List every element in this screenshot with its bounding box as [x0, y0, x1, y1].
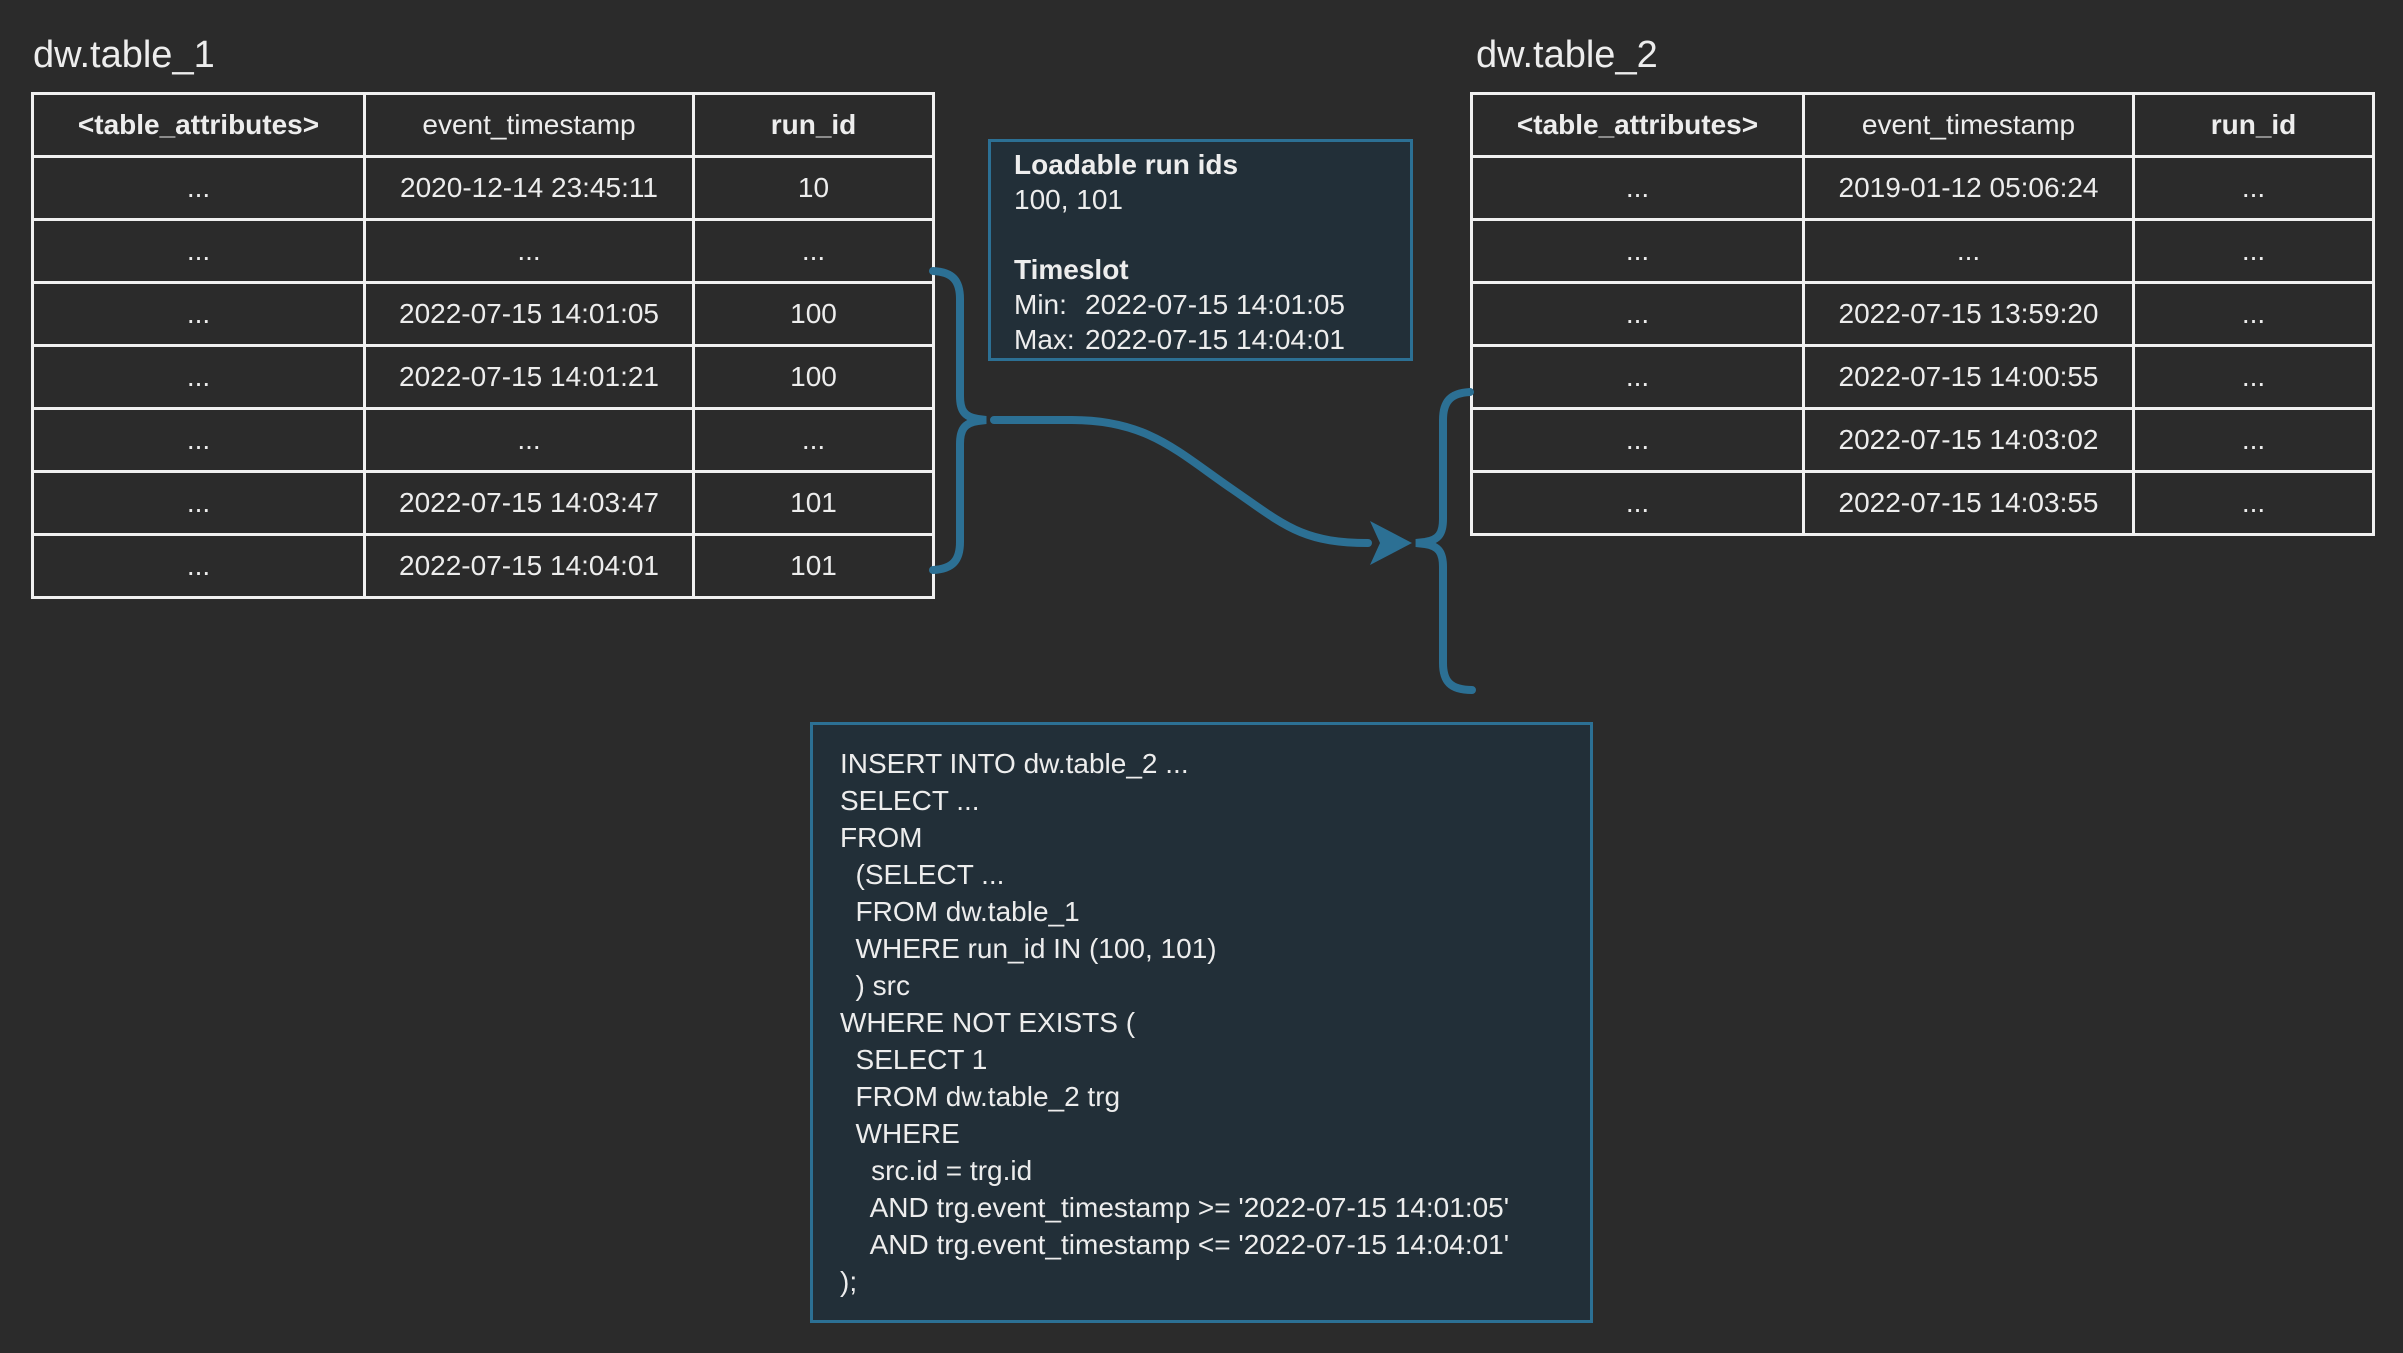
table-cell: 101: [692, 533, 935, 599]
table-cell: ...: [2132, 281, 2375, 347]
table-cell: ...: [31, 155, 366, 221]
table-cell: 2022-07-15 14:03:55: [1802, 470, 2135, 536]
loadable-run-ids-value: 100, 101: [1014, 184, 1123, 215]
target-rows-brace-icon: [1415, 388, 1476, 694]
table-cell: 2020-12-14 23:45:11: [363, 155, 695, 221]
flow-arrow-line-icon: [990, 416, 1372, 547]
table-cell: ...: [692, 407, 935, 473]
column-header: <table_attributes>: [31, 92, 366, 158]
table2-title: dw.table_2: [1476, 34, 1658, 76]
spacer: [1014, 217, 1394, 252]
table-cell: 2022-07-15 14:01:05: [363, 281, 695, 347]
table-row: ...2019-01-12 05:06:24...: [1470, 155, 2375, 221]
table-cell: ...: [2132, 407, 2375, 473]
column-header: run_id: [2132, 92, 2375, 158]
table-cell: 2022-07-15 13:59:20: [1802, 281, 2135, 347]
table-cell: 2022-07-15 14:03:47: [363, 470, 695, 536]
timeslot-min-line: Min: 2022-07-15 14:01:05: [1014, 287, 1394, 322]
table-cell: ...: [2132, 218, 2375, 284]
table-row: .........: [31, 218, 935, 284]
table-cell: 10: [692, 155, 935, 221]
loadable-run-ids-title: Loadable run ids: [1014, 149, 1239, 180]
table-cell: ...: [1470, 407, 1805, 473]
table-cell: ...: [1470, 281, 1805, 347]
column-header: event_timestamp: [1802, 92, 2135, 158]
table-row: ...2022-07-15 13:59:20...: [1470, 281, 2375, 347]
table-cell: ...: [31, 533, 366, 599]
column-header: run_id: [692, 92, 935, 158]
table-cell: 100: [692, 281, 935, 347]
timeslot-min-value: 2022-07-15 14:01:05: [1085, 289, 1345, 320]
table-cell: ...: [31, 218, 366, 284]
flow-arrow-head-icon: [1370, 521, 1412, 565]
table-cell: 2022-07-15 14:00:55: [1802, 344, 2135, 410]
table-cell: ...: [31, 470, 366, 536]
table-cell: ...: [2132, 155, 2375, 221]
table-cell: 100: [692, 344, 935, 410]
source-rows-brace-icon: [929, 267, 987, 574]
table-cell: ...: [1470, 218, 1805, 284]
table-cell: ...: [1470, 470, 1805, 536]
table-row: ...2022-07-15 14:03:55...: [1470, 470, 2375, 536]
timeslot-max-line: Max: 2022-07-15 14:04:01: [1014, 322, 1394, 357]
column-header: <table_attributes>: [1470, 92, 1805, 158]
timeslot-min-label: Min:: [1014, 289, 1067, 320]
table-row: ...2022-07-15 14:03:02...: [1470, 407, 2375, 473]
table-cell: 2019-01-12 05:06:24: [1802, 155, 2135, 221]
table1-title: dw.table_1: [33, 34, 215, 76]
table-cell: ...: [692, 218, 935, 284]
table-row: .........: [1470, 218, 2375, 284]
table-cell: ...: [1802, 218, 2135, 284]
table-cell: 2022-07-15 14:04:01: [363, 533, 695, 599]
table-cell: ...: [363, 407, 695, 473]
table-cell: ...: [1470, 344, 1805, 410]
table-cell: ...: [31, 344, 366, 410]
loadable-run-ids-box: Loadable run ids 100, 101 Timeslot Min: 2…: [988, 139, 1413, 361]
sql-code: INSERT INTO dw.table_2 ... SELECT ... FR…: [840, 748, 1510, 1297]
table-cell: ...: [2132, 344, 2375, 410]
timeslot-max-value: 2022-07-15 14:04:01: [1085, 324, 1345, 355]
table-cell: 2022-07-15 14:01:21: [363, 344, 695, 410]
table-cell: ...: [363, 218, 695, 284]
table-row: .........: [31, 407, 935, 473]
table-row: ...2022-07-15 14:00:55...: [1470, 344, 2375, 410]
table-cell: ...: [2132, 470, 2375, 536]
table-cell: 101: [692, 470, 935, 536]
column-header: event_timestamp: [363, 92, 695, 158]
sql-code-box: INSERT INTO dw.table_2 ... SELECT ... FR…: [810, 722, 1593, 1323]
table-cell: ...: [31, 407, 366, 473]
table-cell: ...: [31, 281, 366, 347]
timeslot-max-label: Max:: [1014, 324, 1075, 355]
table-cell: ...: [1470, 155, 1805, 221]
table-cell: 2022-07-15 14:03:02: [1802, 407, 2135, 473]
timeslot-title: Timeslot: [1014, 254, 1129, 285]
